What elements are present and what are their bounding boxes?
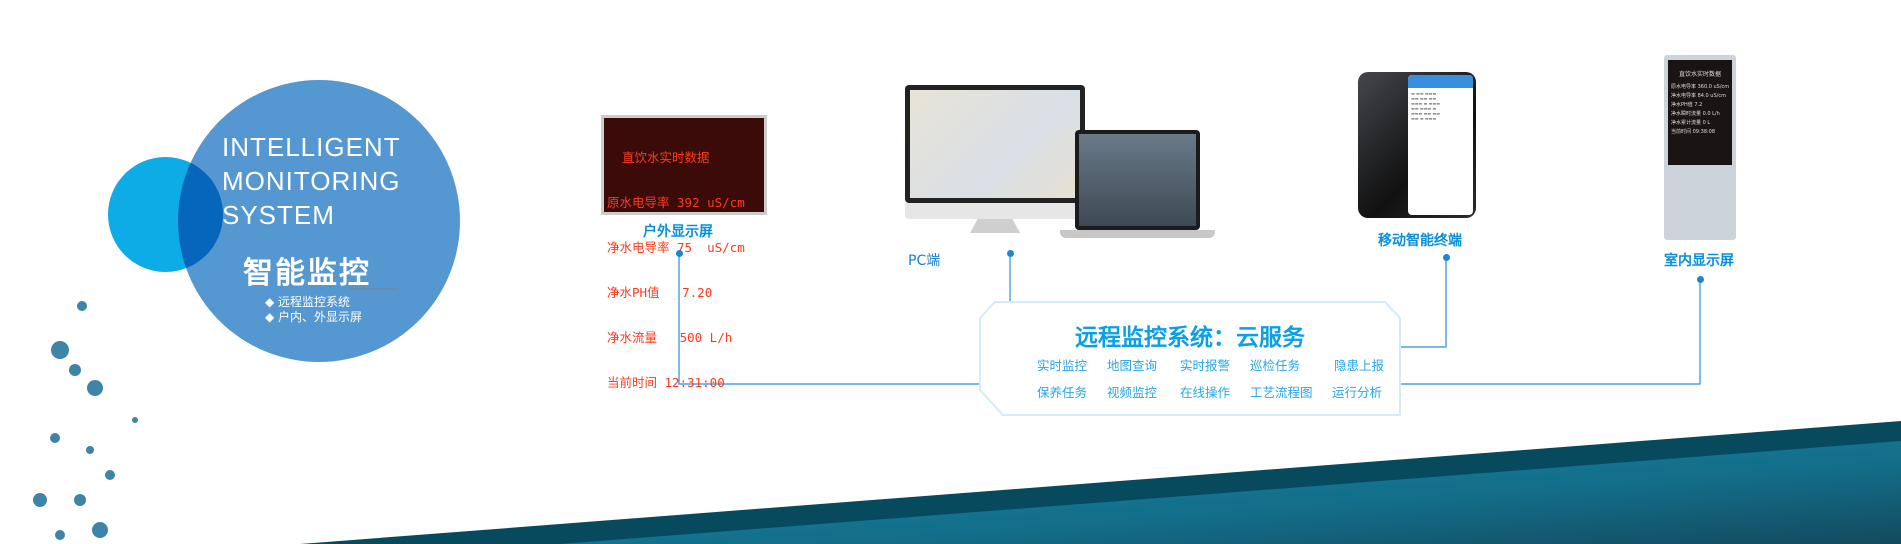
service-item[interactable]: 巡检任务 bbox=[1250, 358, 1301, 373]
video-screen bbox=[1079, 134, 1196, 226]
cloud-box-frame bbox=[979, 301, 1401, 416]
desktop-monitor bbox=[905, 85, 1085, 203]
led-screen: 直饮水实时数据 原水电导率 392 uS/cm 净水电导率 75 uS/cm 净… bbox=[604, 118, 764, 390]
title-underline bbox=[350, 288, 398, 290]
indoor-display-label: 室内显示屏 bbox=[1664, 253, 1734, 269]
led-line: 净水电导率 75 uS/cm bbox=[607, 240, 745, 255]
bullet-item: ◆ 户内、外显示屏 bbox=[265, 310, 363, 324]
connector-dot bbox=[1443, 254, 1450, 261]
kiosk-line: 净水累计流量 0 L bbox=[1671, 120, 1711, 126]
monitor-chin bbox=[905, 203, 1085, 219]
english-title: INTELLIGENT MONITORING SYSTEM bbox=[222, 130, 401, 232]
connector-dot bbox=[676, 250, 683, 257]
feature-bullets: ◆ 远程监控系统 ◆ 户内、外显示屏 bbox=[265, 295, 362, 325]
laptop-base bbox=[1060, 230, 1215, 238]
pc-label: PC端 bbox=[908, 253, 941, 269]
service-item[interactable]: 保养任务 bbox=[1037, 385, 1088, 400]
service-item[interactable]: 隐患上报 bbox=[1334, 358, 1385, 373]
accent-circle bbox=[108, 157, 223, 272]
intro-circle bbox=[178, 80, 460, 362]
map-screen bbox=[910, 90, 1080, 198]
service-item[interactable]: 视频监控 bbox=[1107, 385, 1158, 400]
led-line: 当前时间 12:31:00 bbox=[607, 375, 725, 390]
title-line: MONITORING bbox=[222, 166, 401, 196]
kiosk-line: 当前时间 09:38:08 bbox=[1671, 129, 1716, 135]
kiosk-line: 净水PH值 7.2 bbox=[1671, 102, 1703, 108]
led-line: 直饮水实时数据 bbox=[607, 150, 710, 165]
led-line: 净水PH值 7.20 bbox=[607, 285, 713, 300]
phone-screen: ▬ ▬▬ ▬▬▬▬▬ ▬▬ ▬▬▬▬▬ ▬ ▬▬▬▬▬ ▬▬▬ ▬▬▬▬ ▬▬ … bbox=[1408, 75, 1473, 215]
chinese-title: 智能监控 bbox=[243, 256, 371, 291]
title-line: INTELLIGENT bbox=[222, 132, 401, 162]
kiosk-screen: 直饮水实时数据 原水电导率 360.0 uS/cm 净水电导率 84.0 uS/… bbox=[1668, 60, 1732, 165]
title-line: SYSTEM bbox=[222, 200, 335, 230]
connector-lines bbox=[678, 254, 1701, 385]
connector-dot bbox=[1697, 276, 1704, 283]
kiosk-title: 直饮水实时数据 bbox=[1678, 71, 1721, 78]
phone-data-list: ▬ ▬▬ ▬▬▬▬▬ ▬▬ ▬▬▬▬▬ ▬ ▬▬▬▬▬ ▬▬▬ ▬▬▬▬ ▬▬ … bbox=[1411, 91, 1440, 121]
bottom-band-light bbox=[560, 441, 1901, 544]
kiosk-line: 净水电导率 84.0 uS/cm bbox=[1671, 93, 1726, 99]
outdoor-display-label: 户外显示屏 bbox=[643, 224, 713, 240]
kiosk-line: 原水电导率 360.0 uS/cm bbox=[1671, 84, 1730, 90]
service-item[interactable]: 实时报警 bbox=[1180, 358, 1231, 373]
mobile-label: 移动智能终端 bbox=[1378, 233, 1462, 249]
kiosk-line: 净水瞬时流量 0.0 L/h bbox=[1671, 111, 1720, 117]
laptop bbox=[1075, 130, 1200, 230]
connector-dot bbox=[1007, 250, 1014, 257]
bullet-item: ◆ 远程监控系统 bbox=[265, 295, 351, 309]
led-line: 净水流量 500 L/h bbox=[607, 330, 733, 345]
service-item[interactable]: 地图查询 bbox=[1107, 358, 1158, 373]
water-droplets bbox=[33, 301, 138, 540]
service-item[interactable]: 工艺流程图 bbox=[1250, 385, 1313, 400]
phone-app-header bbox=[1408, 75, 1473, 88]
led-line: 原水电导率 392 uS/cm bbox=[607, 195, 745, 210]
service-item[interactable]: 实时监控 bbox=[1037, 358, 1088, 373]
service-item[interactable]: 运行分析 bbox=[1332, 385, 1383, 400]
monitor-stand bbox=[970, 219, 1020, 233]
service-item[interactable]: 在线操作 bbox=[1180, 385, 1231, 400]
outdoor-led-display: 直饮水实时数据 原水电导率 392 uS/cm 净水电导率 75 uS/cm 净… bbox=[601, 115, 767, 390]
cloud-title: 远程监控系统：云服务 bbox=[1075, 325, 1305, 351]
